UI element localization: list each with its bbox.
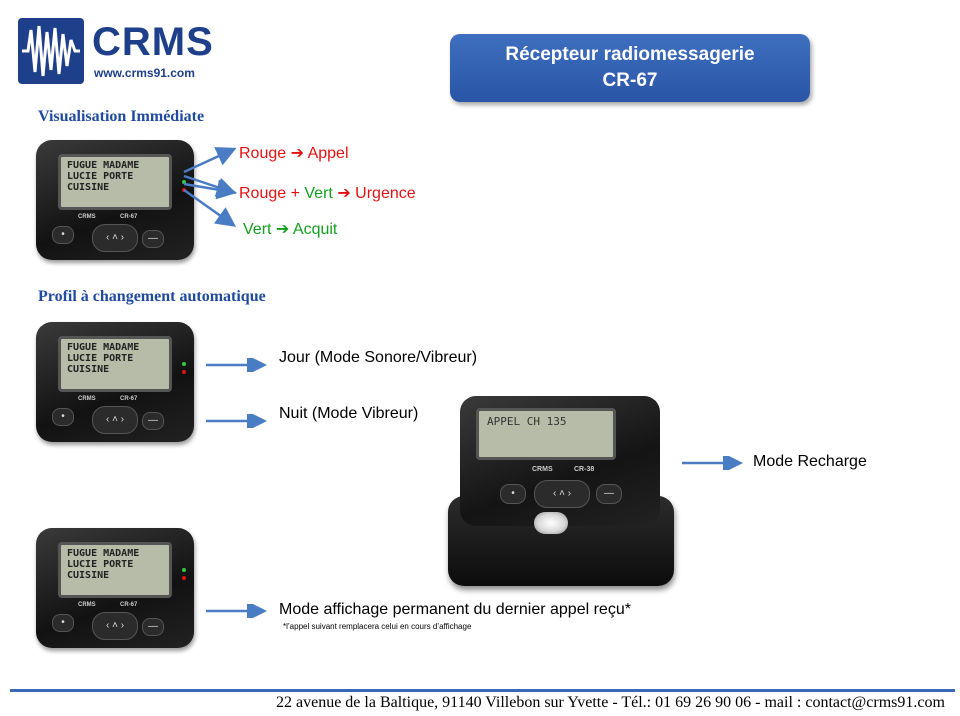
label-display-mode: Mode affichage permanent du dernier appe…	[279, 601, 631, 618]
arrow-day	[206, 358, 267, 372]
label-charge-mode: Mode Recharge	[753, 453, 867, 470]
label-urgent: Rouge + Vert ➔ Urgence	[239, 185, 416, 202]
logo-wave-icon	[18, 18, 84, 84]
arrow-charge	[682, 456, 743, 470]
logo-brand: CRMS	[92, 20, 214, 64]
title-box: Récepteur radiomessagerie CR-67	[450, 34, 810, 102]
led-arrows	[183, 147, 237, 227]
charger-screen: APPEL CH 135	[476, 408, 616, 460]
footer-divider	[10, 689, 955, 692]
footnote: *l’appel suivant remplacera celui en cou…	[283, 622, 472, 631]
label-green-ack: Vert ➔ Acquit	[243, 221, 338, 238]
title-line-2: CR-67	[602, 70, 658, 91]
title-line-1: Récepteur radiomessagerie	[505, 44, 755, 65]
arrow-display	[206, 604, 267, 618]
crms-logo: CRMS www.crms91.com	[18, 18, 213, 86]
section-immediate-title: Visualisation Immédiate	[38, 108, 205, 125]
section-profile-title: Profil à changement automatique	[38, 288, 266, 305]
footer-contact: 22 avenue de la Baltique, 91140 Villebon…	[276, 694, 945, 711]
label-night-mode: Nuit (Mode Vibreur)	[279, 405, 419, 422]
charger-image: APPEL CH 135 CRMS CR-38 • ‹ ˄ › —	[448, 396, 678, 586]
logo-url: www.crms91.com	[94, 66, 195, 80]
label-day-mode: Jour (Mode Sonore/Vibreur)	[279, 349, 478, 366]
arrow-night	[206, 414, 267, 428]
label-red-call: Rouge ➔ Appel	[239, 145, 349, 162]
